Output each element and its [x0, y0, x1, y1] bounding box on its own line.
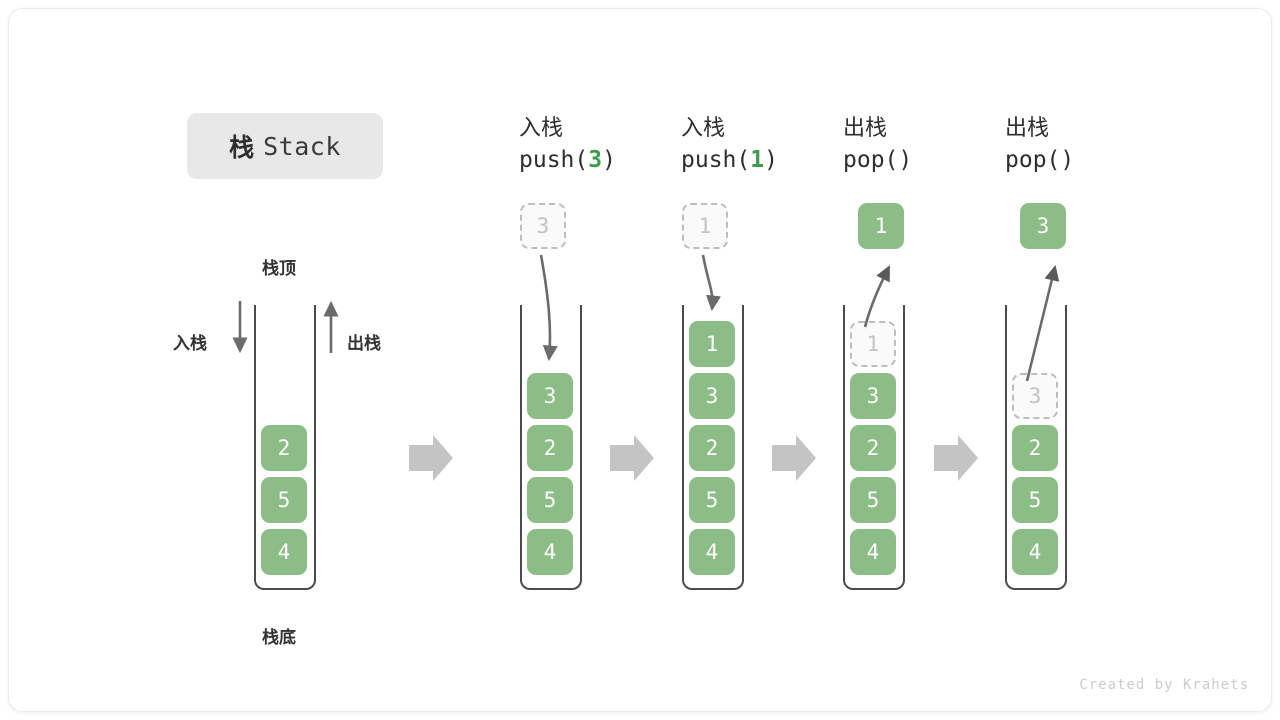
label-stack-bottom: 栈底	[262, 628, 296, 647]
stack-cell: 2	[527, 425, 573, 471]
watermark: Created by Krahets	[1079, 677, 1249, 693]
step-arrow	[610, 435, 654, 481]
column-header-pop-3: 出栈 pop()	[1005, 113, 1074, 177]
label-stack-top: 栈顶	[262, 259, 296, 278]
column-header-pop-1: 出栈 pop()	[843, 113, 912, 177]
diagram-canvas: 栈 Stack 栈顶 栈底 入栈 出栈 2 5 4 入栈 push(3) 3 3…	[8, 8, 1272, 712]
floating-cell-popped: 3	[1020, 203, 1066, 249]
stack-cell: 4	[261, 529, 307, 575]
header-fn: pop()	[1005, 147, 1075, 173]
stack-cell: 5	[261, 477, 307, 523]
stack-cell: 5	[689, 477, 735, 523]
column-header-push-3: 入栈 push(3)	[519, 113, 616, 177]
label-push-left: 入栈	[173, 334, 207, 353]
stack-cell: 5	[850, 477, 896, 523]
stack-container-pop-1	[843, 305, 905, 590]
header-arg: 1	[750, 147, 765, 173]
floating-cell-ghost: 1	[682, 203, 728, 249]
header-fn: push(3)	[519, 147, 616, 173]
floating-cell-ghost: 3	[520, 203, 566, 249]
stack-cell-ghost: 3	[1012, 373, 1058, 419]
stack-cell: 2	[689, 425, 735, 471]
step-arrow	[934, 435, 978, 481]
stack-cell: 2	[1012, 425, 1058, 471]
header-cn: 入栈	[681, 115, 726, 140]
stack-cell: 3	[689, 373, 735, 419]
stack-cell: 5	[1012, 477, 1058, 523]
stack-container-push-3	[520, 305, 582, 590]
header-fn: pop()	[843, 147, 913, 173]
header-cn: 出栈	[843, 115, 888, 140]
stack-cell-ghost: 1	[850, 321, 896, 367]
stack-cell: 4	[1012, 529, 1058, 575]
stack-cell: 3	[850, 373, 896, 419]
step-arrow	[772, 435, 816, 481]
stack-cell: 4	[689, 529, 735, 575]
title-en: Stack	[263, 131, 341, 161]
floating-cell-popped: 1	[858, 203, 904, 249]
stack-cell: 1	[689, 321, 735, 367]
label-pop-left: 出栈	[347, 334, 381, 353]
stack-cell: 4	[850, 529, 896, 575]
header-arg: 3	[588, 147, 603, 173]
stack-container-pop-3	[1005, 305, 1067, 590]
stack-cell: 4	[527, 529, 573, 575]
page-title: 栈 Stack	[187, 113, 383, 179]
stack-cell: 2	[261, 425, 307, 471]
header-cn: 入栈	[519, 115, 564, 140]
stack-container-initial	[254, 305, 316, 590]
step-arrow	[409, 435, 453, 481]
stack-cell: 5	[527, 477, 573, 523]
header-fn: push(1)	[681, 147, 778, 173]
push-motion-arrow	[701, 254, 721, 312]
stack-cell: 3	[527, 373, 573, 419]
header-cn: 出栈	[1005, 115, 1050, 140]
column-header-push-1: 入栈 push(1)	[681, 113, 778, 177]
title-cn: 栈	[229, 134, 255, 162]
stack-container-push-1	[682, 305, 744, 590]
stack-cell: 2	[850, 425, 896, 471]
